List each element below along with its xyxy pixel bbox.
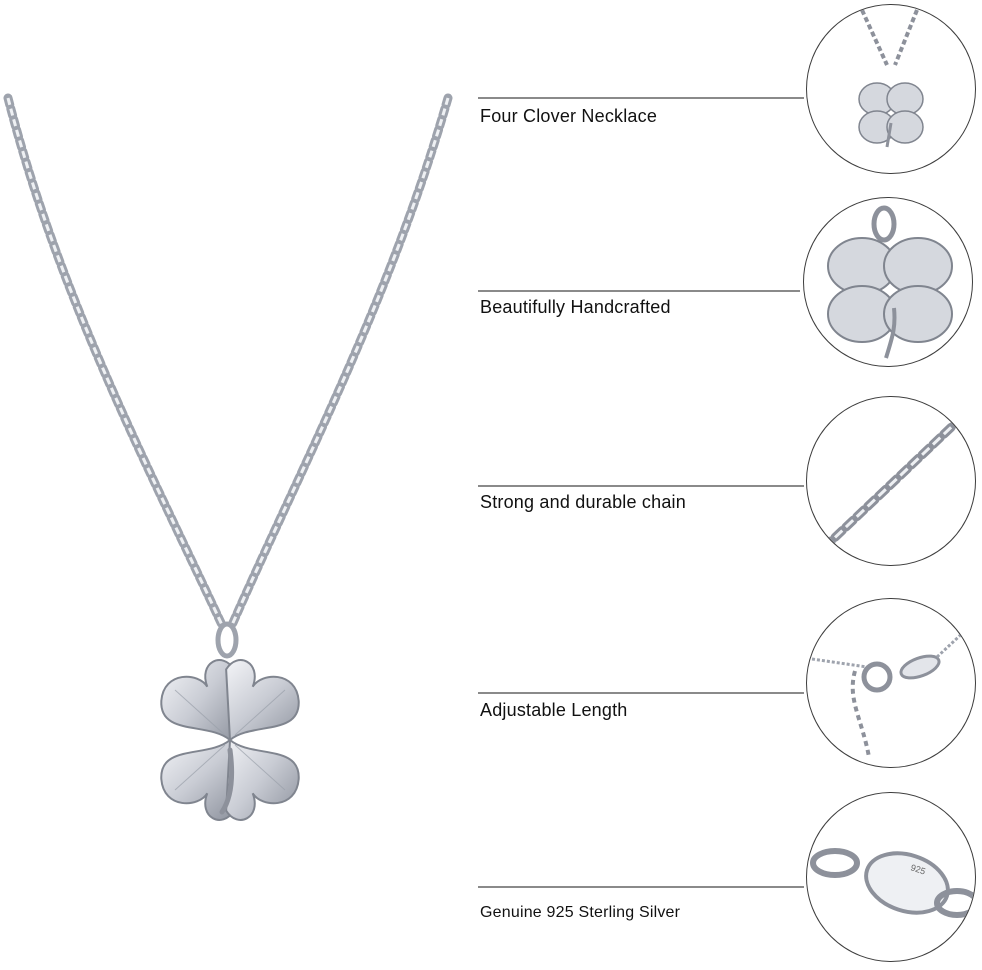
clover-pendant-detail-icon xyxy=(803,197,973,367)
feature-label: Beautifully Handcrafted xyxy=(480,297,671,317)
feature-label: Adjustable Length xyxy=(480,700,628,720)
feature-four-clover-necklace: Four Clover Necklace xyxy=(0,0,982,180)
necklace-product-image xyxy=(3,93,453,821)
feature-divider xyxy=(478,290,800,292)
clover-pendant-closeup-icon xyxy=(806,4,976,174)
feature-durable-chain: Strong and durable chain xyxy=(0,394,982,574)
chain-links-icon xyxy=(806,396,976,566)
feature-925-sterling-silver: Genuine 925 Sterling Silver 925 xyxy=(0,790,982,970)
feature-adjustable-length: Adjustable Length xyxy=(0,596,982,776)
feature-label: Genuine 925 Sterling Silver xyxy=(480,904,681,921)
spring-ring-clasp-icon xyxy=(806,598,976,768)
feature-label: Four Clover Necklace xyxy=(480,106,658,126)
clover-pendant xyxy=(160,659,300,821)
feature-divider xyxy=(478,886,804,888)
feature-divider xyxy=(478,97,804,99)
925-stamp-tag-icon: 925 xyxy=(806,792,976,962)
925-stamp-text: 925 xyxy=(909,862,926,876)
feature-beautifully-handcrafted: Beautifully Handcrafted xyxy=(0,193,982,373)
feature-divider xyxy=(478,485,804,487)
feature-divider xyxy=(478,692,804,694)
feature-label: Strong and durable chain xyxy=(480,492,686,512)
